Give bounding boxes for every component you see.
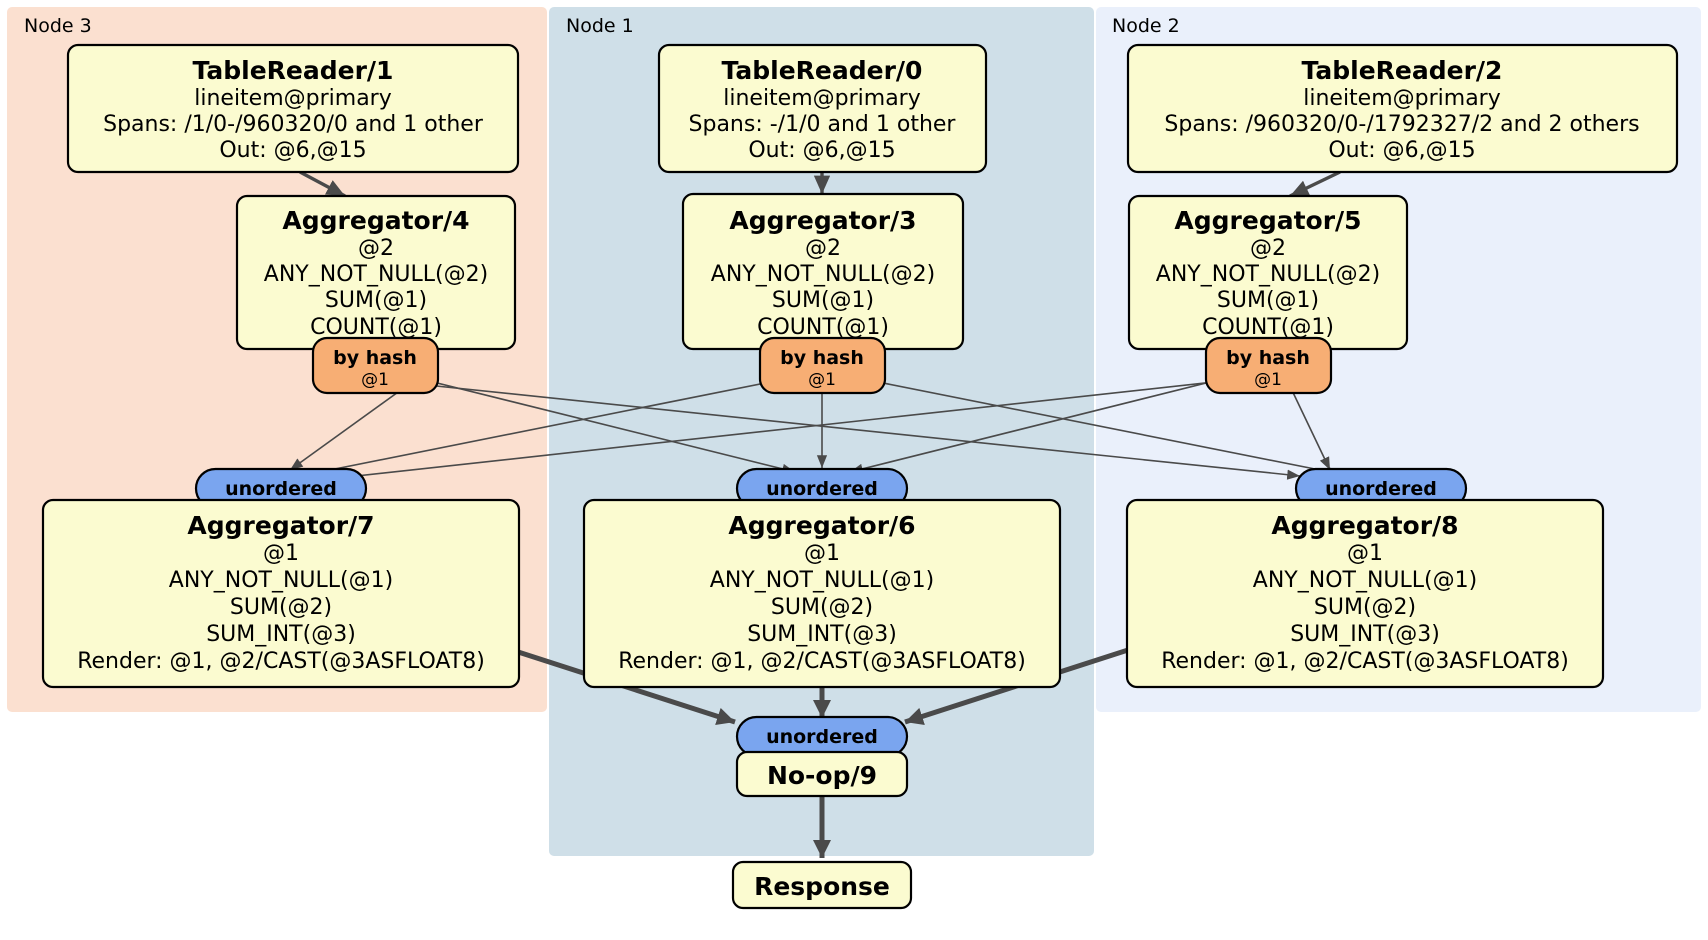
aggregator-4-line-1: ANY_NOT_NULL(@2) — [264, 262, 488, 287]
aggregator-3-title: Aggregator/3 — [729, 206, 916, 235]
edge-hash-left-to-unordered-right — [416, 383, 1301, 480]
aggregator-8-line-1: ANY_NOT_NULL(@1) — [1253, 568, 1477, 593]
panel-label-node-1: Node 1 — [566, 15, 634, 37]
router-by-hash-right-title: by hash — [1226, 347, 1310, 369]
receiver-unordered-final-title: unordered — [766, 726, 878, 748]
aggregator-6-line-2: SUM(@2) — [771, 595, 873, 620]
edge-tablereader2-to-aggregator5 — [1289, 170, 1341, 198]
aggregator-3-line-1: ANY_NOT_NULL(@2) — [711, 262, 935, 287]
aggregator-8-line-4: Render: @1, @2/CAST(@3ASFLOAT8) — [1161, 649, 1569, 674]
receiver-unordered-left[interactable]: unordered — [194, 467, 368, 510]
router-by-hash-left-title: by hash — [333, 347, 417, 369]
aggregator-8-title: Aggregator/8 — [1271, 511, 1458, 540]
tablereader-0-line-1: Spans: -/1/0 and 1 other — [689, 112, 957, 137]
tablereader-1-line-1: Spans: /1/0-/960320/0 and 1 other — [103, 112, 484, 137]
box-aggregator-3[interactable]: Aggregator/3 @2 ANY_NOT_NULL(@2) SUM(@1)… — [681, 192, 965, 351]
receiver-unordered-final[interactable]: unordered — [735, 715, 909, 758]
edge-hash-left-to-unordered-left — [289, 381, 413, 471]
aggregator-7-line-1: ANY_NOT_NULL(@1) — [169, 568, 393, 593]
router-by-hash-center[interactable]: by hash @1 — [758, 336, 887, 395]
aggregator-4-title: Aggregator/4 — [282, 206, 469, 235]
aggregator-6-line-0: @1 — [804, 541, 840, 566]
edge-tablereader1-to-aggregator4 — [299, 170, 346, 198]
aggregator-8-line-3: SUM_INT(@3) — [1290, 622, 1440, 647]
box-aggregator-5[interactable]: Aggregator/5 @2 ANY_NOT_NULL(@2) SUM(@1)… — [1127, 194, 1409, 351]
edge-hash-right-to-unordered-left — [319, 379, 1233, 484]
box-aggregator-7[interactable]: Aggregator/7 @1 ANY_NOT_NULL(@1) SUM(@2)… — [41, 498, 521, 689]
aggregator-5-line-3: COUNT(@1) — [1202, 315, 1334, 340]
receiver-unordered-left-title: unordered — [225, 478, 337, 500]
aggregator-5-line-2: SUM(@1) — [1217, 288, 1319, 313]
router-by-hash-center-sub: @1 — [808, 370, 836, 390]
receiver-unordered-right[interactable]: unordered — [1294, 467, 1468, 510]
box-aggregator-4[interactable]: Aggregator/4 @2 ANY_NOT_NULL(@2) SUM(@1)… — [235, 194, 517, 351]
aggregator-6-title: Aggregator/6 — [728, 511, 915, 540]
box-aggregator-8[interactable]: Aggregator/8 @1 ANY_NOT_NULL(@1) SUM(@2)… — [1125, 498, 1605, 689]
aggregator-7-title: Aggregator/7 — [187, 511, 374, 540]
aggregator-7-line-2: SUM(@2) — [230, 595, 332, 620]
aggregator-7-line-4: Render: @1, @2/CAST(@3ASFLOAT8) — [77, 649, 485, 674]
aggregator-3-line-0: @2 — [805, 236, 841, 261]
tablereader-0-line-0: lineitem@primary — [723, 86, 921, 111]
noop-9-title: No-op/9 — [767, 761, 877, 790]
edge-hash-right-to-unordered-center — [849, 375, 1235, 474]
aggregator-4-line-2: SUM(@1) — [325, 288, 427, 313]
tablereader-1-line-0: lineitem@primary — [194, 86, 392, 111]
edge-hash-left-to-unordered-center — [416, 377, 796, 474]
aggregator-6-line-3: SUM_INT(@3) — [747, 622, 897, 647]
box-response[interactable]: Response — [731, 860, 913, 910]
edge-hash-right-to-unordered-right — [1287, 381, 1331, 471]
tablereader-1-title: TableReader/1 — [193, 56, 394, 85]
aggregator-3-line-2: SUM(@1) — [772, 288, 874, 313]
aggregator-8-line-0: @1 — [1347, 541, 1383, 566]
aggregator-5-line-1: ANY_NOT_NULL(@2) — [1156, 262, 1380, 287]
aggregator-5-line-0: @2 — [1250, 236, 1286, 261]
panel-label-node-3: Node 3 — [24, 15, 92, 37]
tablereader-0-title: TableReader/0 — [722, 56, 923, 85]
router-by-hash-left[interactable]: by hash @1 — [311, 336, 440, 395]
panel-label-node-2: Node 2 — [1112, 15, 1180, 37]
receiver-unordered-center-title: unordered — [766, 478, 878, 500]
response-title: Response — [754, 872, 890, 901]
aggregator-4-line-0: @2 — [358, 236, 394, 261]
aggregator-7-line-3: SUM_INT(@3) — [206, 622, 356, 647]
tablereader-1-line-2: Out: @6,@15 — [219, 138, 366, 163]
router-by-hash-right[interactable]: by hash @1 — [1204, 336, 1333, 395]
router-by-hash-right-sub: @1 — [1254, 370, 1282, 390]
box-tablereader-0[interactable]: TableReader/0 lineitem@primary Spans: -/… — [657, 43, 988, 174]
edge-hash-center-to-unordered-right — [857, 377, 1341, 477]
tablereader-0-line-2: Out: @6,@15 — [748, 138, 895, 163]
tablereader-2-line-0: lineitem@primary — [1303, 86, 1501, 111]
tablereader-2-line-1: Spans: /960320/0-/1792327/2 and 2 others — [1164, 112, 1639, 137]
aggregator-3-line-3: COUNT(@1) — [757, 315, 889, 340]
aggregator-6-line-4: Render: @1, @2/CAST(@3ASFLOAT8) — [618, 649, 1026, 674]
aggregator-5-title: Aggregator/5 — [1174, 206, 1361, 235]
edge-hash-center-to-unordered-left — [299, 377, 791, 479]
box-tablereader-2[interactable]: TableReader/2 lineitem@primary Spans: /9… — [1126, 43, 1679, 174]
box-aggregator-6[interactable]: Aggregator/6 @1 ANY_NOT_NULL(@1) SUM(@2)… — [582, 498, 1062, 689]
aggregator-4-line-3: COUNT(@1) — [310, 315, 442, 340]
tablereader-2-line-2: Out: @6,@15 — [1328, 138, 1475, 163]
router-by-hash-left-sub: @1 — [361, 370, 389, 390]
tablereader-2-title: TableReader/2 — [1302, 56, 1503, 85]
aggregator-8-line-2: SUM(@2) — [1314, 595, 1416, 620]
receiver-unordered-right-title: unordered — [1325, 478, 1437, 500]
router-by-hash-center-title: by hash — [780, 347, 864, 369]
aggregator-7-line-0: @1 — [263, 541, 299, 566]
box-noop-9[interactable]: No-op/9 — [735, 750, 909, 798]
aggregator-6-line-1: ANY_NOT_NULL(@1) — [710, 568, 934, 593]
box-tablereader-1[interactable]: TableReader/1 lineitem@primary Spans: /1… — [66, 43, 520, 174]
